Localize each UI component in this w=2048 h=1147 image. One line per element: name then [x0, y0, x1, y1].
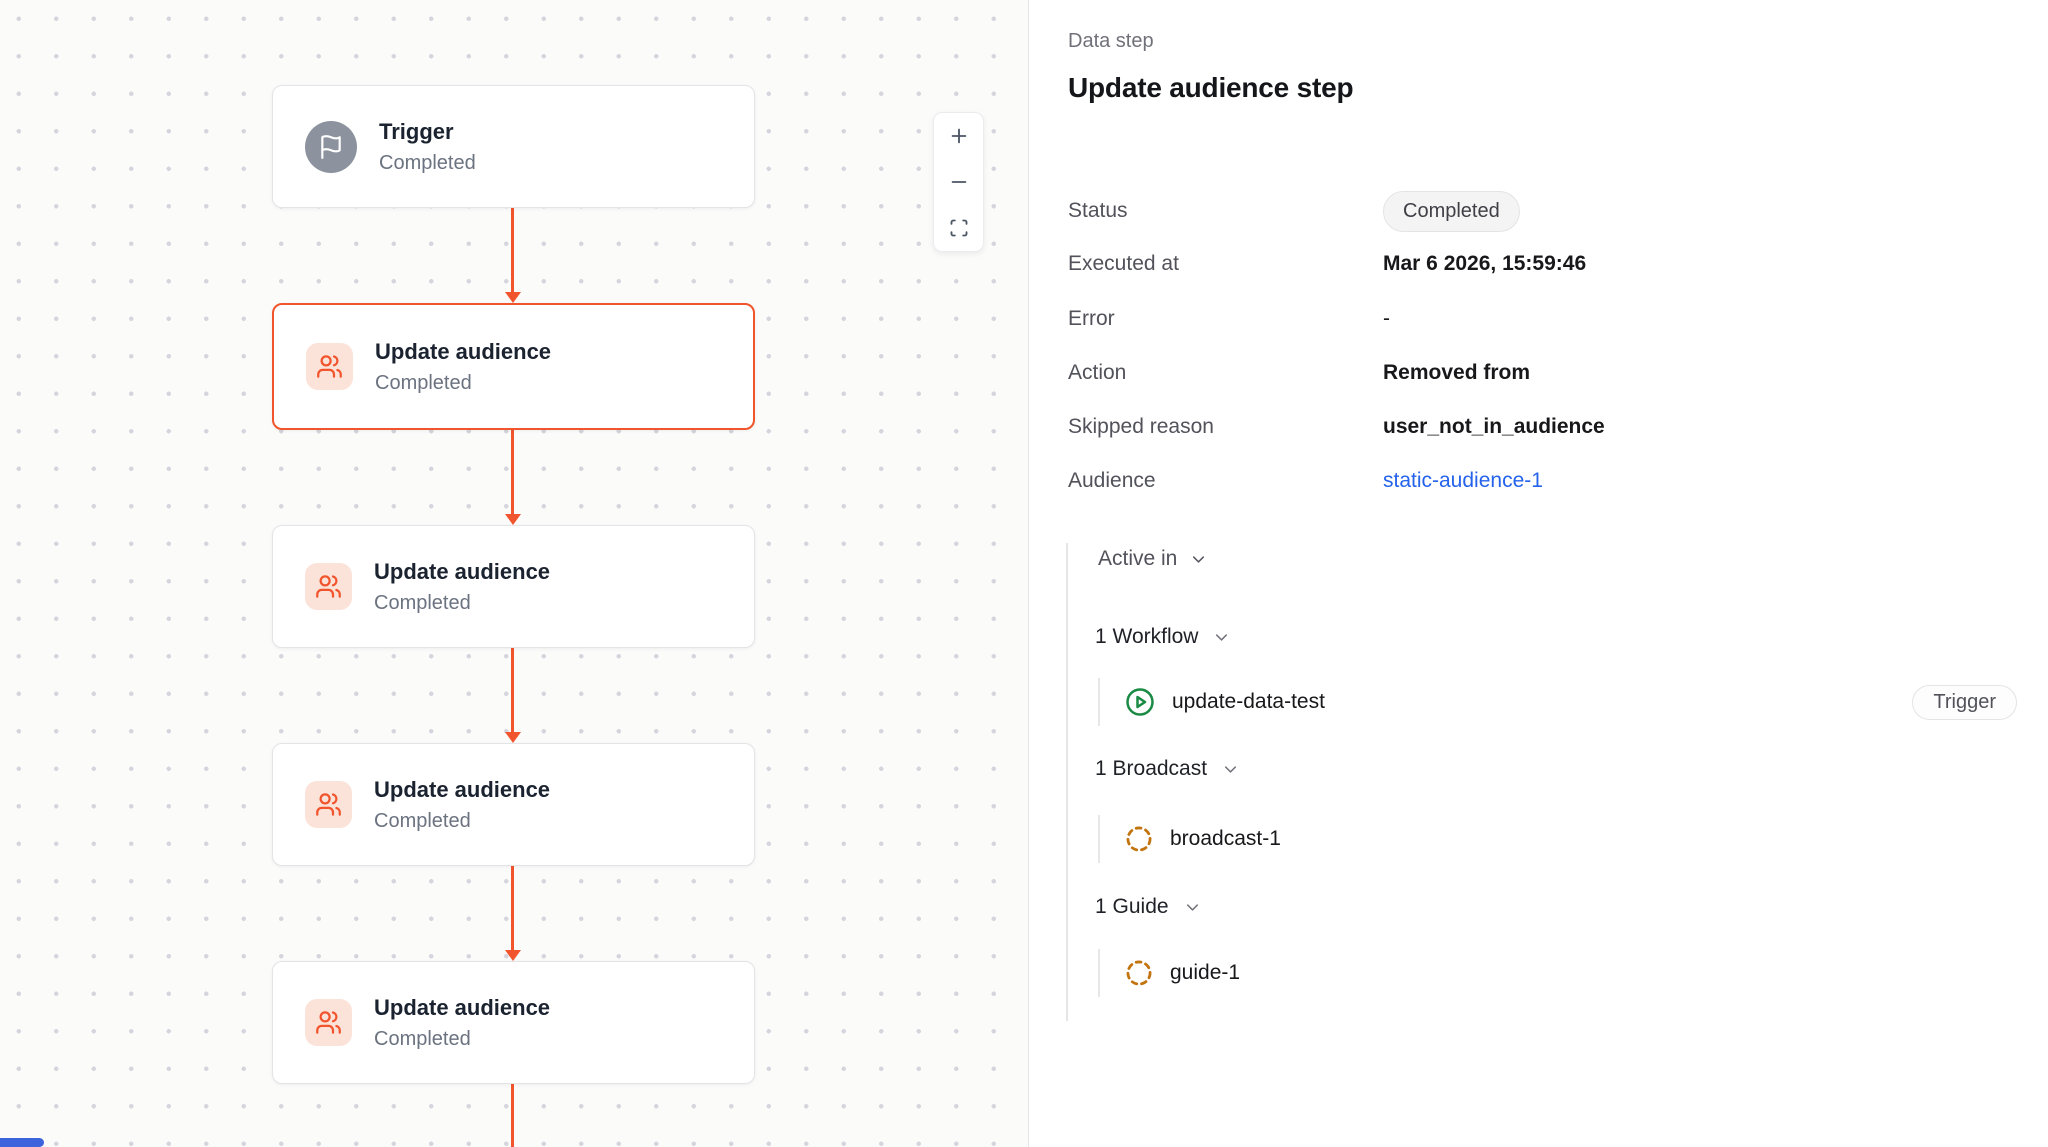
- field-value-action: Removed from: [1383, 361, 1531, 384]
- edge-arrow: [511, 208, 514, 293]
- node-title: Update audience: [375, 338, 552, 364]
- chevron-down-icon: [1183, 898, 1202, 917]
- node-status: Completed: [374, 1027, 471, 1050]
- zoom-out-button[interactable]: [934, 161, 983, 203]
- audience-link[interactable]: static-audience-1: [1383, 469, 1543, 492]
- field-label-action: Action: [1068, 361, 1127, 384]
- chevron-down-icon: [1189, 550, 1208, 569]
- panel-divider: [1028, 0, 1029, 1147]
- plus-icon: [948, 125, 970, 147]
- field-label-skipped-reason: Skipped reason: [1068, 415, 1214, 438]
- users-icon: [305, 563, 352, 610]
- guide-item-name: guide-1: [1170, 961, 1241, 984]
- fit-view-button[interactable]: [934, 207, 983, 249]
- workflow-item[interactable]: update-data-test Trigger: [1098, 678, 2017, 726]
- node-update-audience[interactable]: Update audience Completed: [272, 525, 755, 648]
- dashed-circle-icon: [1125, 959, 1153, 987]
- node-title: Trigger: [379, 118, 454, 144]
- step-details-panel: Data step Update audience step Status Co…: [1029, 0, 2048, 1147]
- workflow-canvas[interactable]: Trigger Completed Update audience Comple…: [0, 0, 1028, 1147]
- node-status: Completed: [374, 809, 471, 832]
- node-status: Completed: [379, 151, 476, 174]
- field-value-executed-at: Mar 6 2026, 15:59:46: [1383, 252, 1587, 275]
- broadcast-item-name: broadcast-1: [1170, 827, 1281, 850]
- broadcast-item[interactable]: broadcast-1: [1098, 815, 2017, 863]
- node-update-audience-selected[interactable]: Update audience Completed: [272, 303, 755, 430]
- field-label-executed-at: Executed at: [1068, 252, 1179, 275]
- node-update-audience[interactable]: Update audience Completed: [272, 743, 755, 866]
- field-value-skipped-reason: user_not_in_audience: [1383, 415, 1605, 438]
- chevron-down-icon: [1212, 628, 1231, 647]
- group-broadcast-label: 1 Broadcast: [1095, 757, 1208, 780]
- panel-eyebrow: Data step: [1068, 30, 1154, 52]
- node-update-audience[interactable]: Update audience Completed: [272, 961, 755, 1084]
- workflow-item-name: update-data-test: [1172, 690, 1325, 713]
- edge-arrow: [511, 430, 514, 515]
- dashed-circle-icon: [1125, 825, 1153, 853]
- edge-line: [511, 1084, 514, 1147]
- chevron-down-icon: [1221, 760, 1240, 779]
- field-label-status: Status: [1068, 199, 1128, 222]
- node-title: Update audience: [374, 776, 551, 802]
- status-badge: Completed: [1383, 190, 1520, 232]
- group-guide-label: 1 Guide: [1095, 895, 1169, 918]
- active-in-label: Active in: [1098, 547, 1178, 570]
- users-icon: [305, 781, 352, 828]
- guide-item[interactable]: guide-1: [1098, 949, 2017, 997]
- trigger-badge: Trigger: [1912, 684, 2017, 720]
- group-broadcast-toggle[interactable]: 1 Broadcast: [1095, 757, 1240, 781]
- node-title: Update audience: [374, 558, 551, 584]
- flag-icon: [305, 120, 357, 173]
- node-status: Completed: [374, 591, 471, 614]
- group-workflow-toggle[interactable]: 1 Workflow: [1095, 625, 1231, 649]
- group-guide-toggle[interactable]: 1 Guide: [1095, 895, 1202, 919]
- active-in-toggle[interactable]: Active in: [1098, 547, 1208, 571]
- play-circle-icon: [1125, 687, 1155, 717]
- node-status: Completed: [375, 371, 472, 394]
- users-icon: [305, 999, 352, 1046]
- node-title: Update audience: [374, 994, 551, 1020]
- page-title: Update audience step: [1068, 72, 1354, 103]
- canvas-bottom-blue-element: [0, 1138, 44, 1147]
- field-label-error: Error: [1068, 307, 1115, 330]
- scan-icon: [949, 218, 969, 238]
- edge-arrow: [511, 866, 514, 951]
- users-icon: [306, 343, 353, 390]
- field-value-error: -: [1383, 307, 1390, 330]
- canvas-zoom-toolbar: [933, 112, 984, 252]
- field-label-audience: Audience: [1068, 469, 1156, 492]
- group-workflow-label: 1 Workflow: [1095, 625, 1199, 648]
- node-trigger[interactable]: Trigger Completed: [272, 85, 755, 208]
- active-in-section: Active in 1 Workflow update-data-test: [1066, 543, 2017, 1021]
- zoom-in-button[interactable]: [934, 115, 983, 157]
- minus-icon: [948, 171, 970, 193]
- edge-arrow: [511, 648, 514, 733]
